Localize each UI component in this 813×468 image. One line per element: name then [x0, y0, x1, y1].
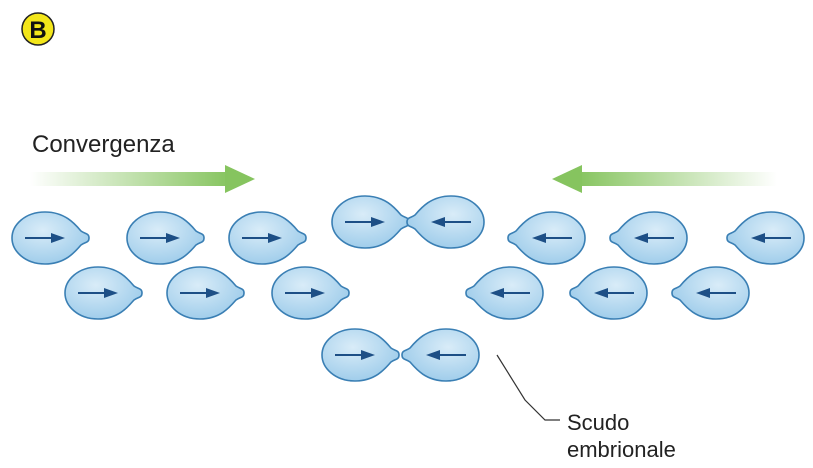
- cell: [228, 211, 307, 265]
- cell-migration-arrow-icon: [242, 233, 282, 243]
- cell-migration-arrow-icon: [285, 288, 325, 298]
- cell-migration-arrow-icon: [594, 288, 634, 298]
- cell-migration-arrow-icon: [634, 233, 674, 243]
- cell: [166, 266, 245, 320]
- cell-migration-arrow-icon: [532, 233, 572, 243]
- cell: [671, 266, 750, 320]
- cell: [64, 266, 143, 320]
- right-convergence-arrow-icon: [30, 165, 255, 193]
- cell: [569, 266, 648, 320]
- cell: [271, 266, 350, 320]
- cell-migration-arrow-icon: [696, 288, 736, 298]
- callout-line2: embrionale: [567, 437, 676, 462]
- cell-migration-arrow-icon: [345, 217, 385, 227]
- callout-leader-line: [496, 354, 560, 421]
- cell-migration-arrow-icon: [180, 288, 220, 298]
- cell-migration-arrow-icon: [426, 350, 466, 360]
- cell: [126, 211, 205, 265]
- cell-migration-arrow-icon: [751, 233, 791, 243]
- cell: [321, 328, 400, 382]
- cell: [406, 195, 485, 249]
- cell-migration-arrow-icon: [431, 217, 471, 227]
- cells-group: [11, 195, 805, 382]
- cell: [609, 211, 688, 265]
- cell: [465, 266, 544, 320]
- cell: [11, 211, 90, 265]
- left-convergence-arrow-icon: [552, 165, 777, 193]
- badge-circle: [21, 12, 55, 46]
- cell-migration-arrow-icon: [25, 233, 65, 243]
- cell: [331, 195, 410, 249]
- callout-line1: Scudo: [567, 410, 629, 435]
- panel-badge: B: [21, 12, 55, 46]
- cell: [726, 211, 805, 265]
- panel-label: B: [29, 17, 46, 44]
- cell: [507, 211, 586, 265]
- cell-migration-arrow-icon: [78, 288, 118, 298]
- cell-migration-arrow-icon: [490, 288, 530, 298]
- cell-migration-arrow-icon: [335, 350, 375, 360]
- cell: [401, 328, 480, 382]
- convergence-label: Convergenza: [32, 131, 175, 158]
- cell-migration-arrow-icon: [140, 233, 180, 243]
